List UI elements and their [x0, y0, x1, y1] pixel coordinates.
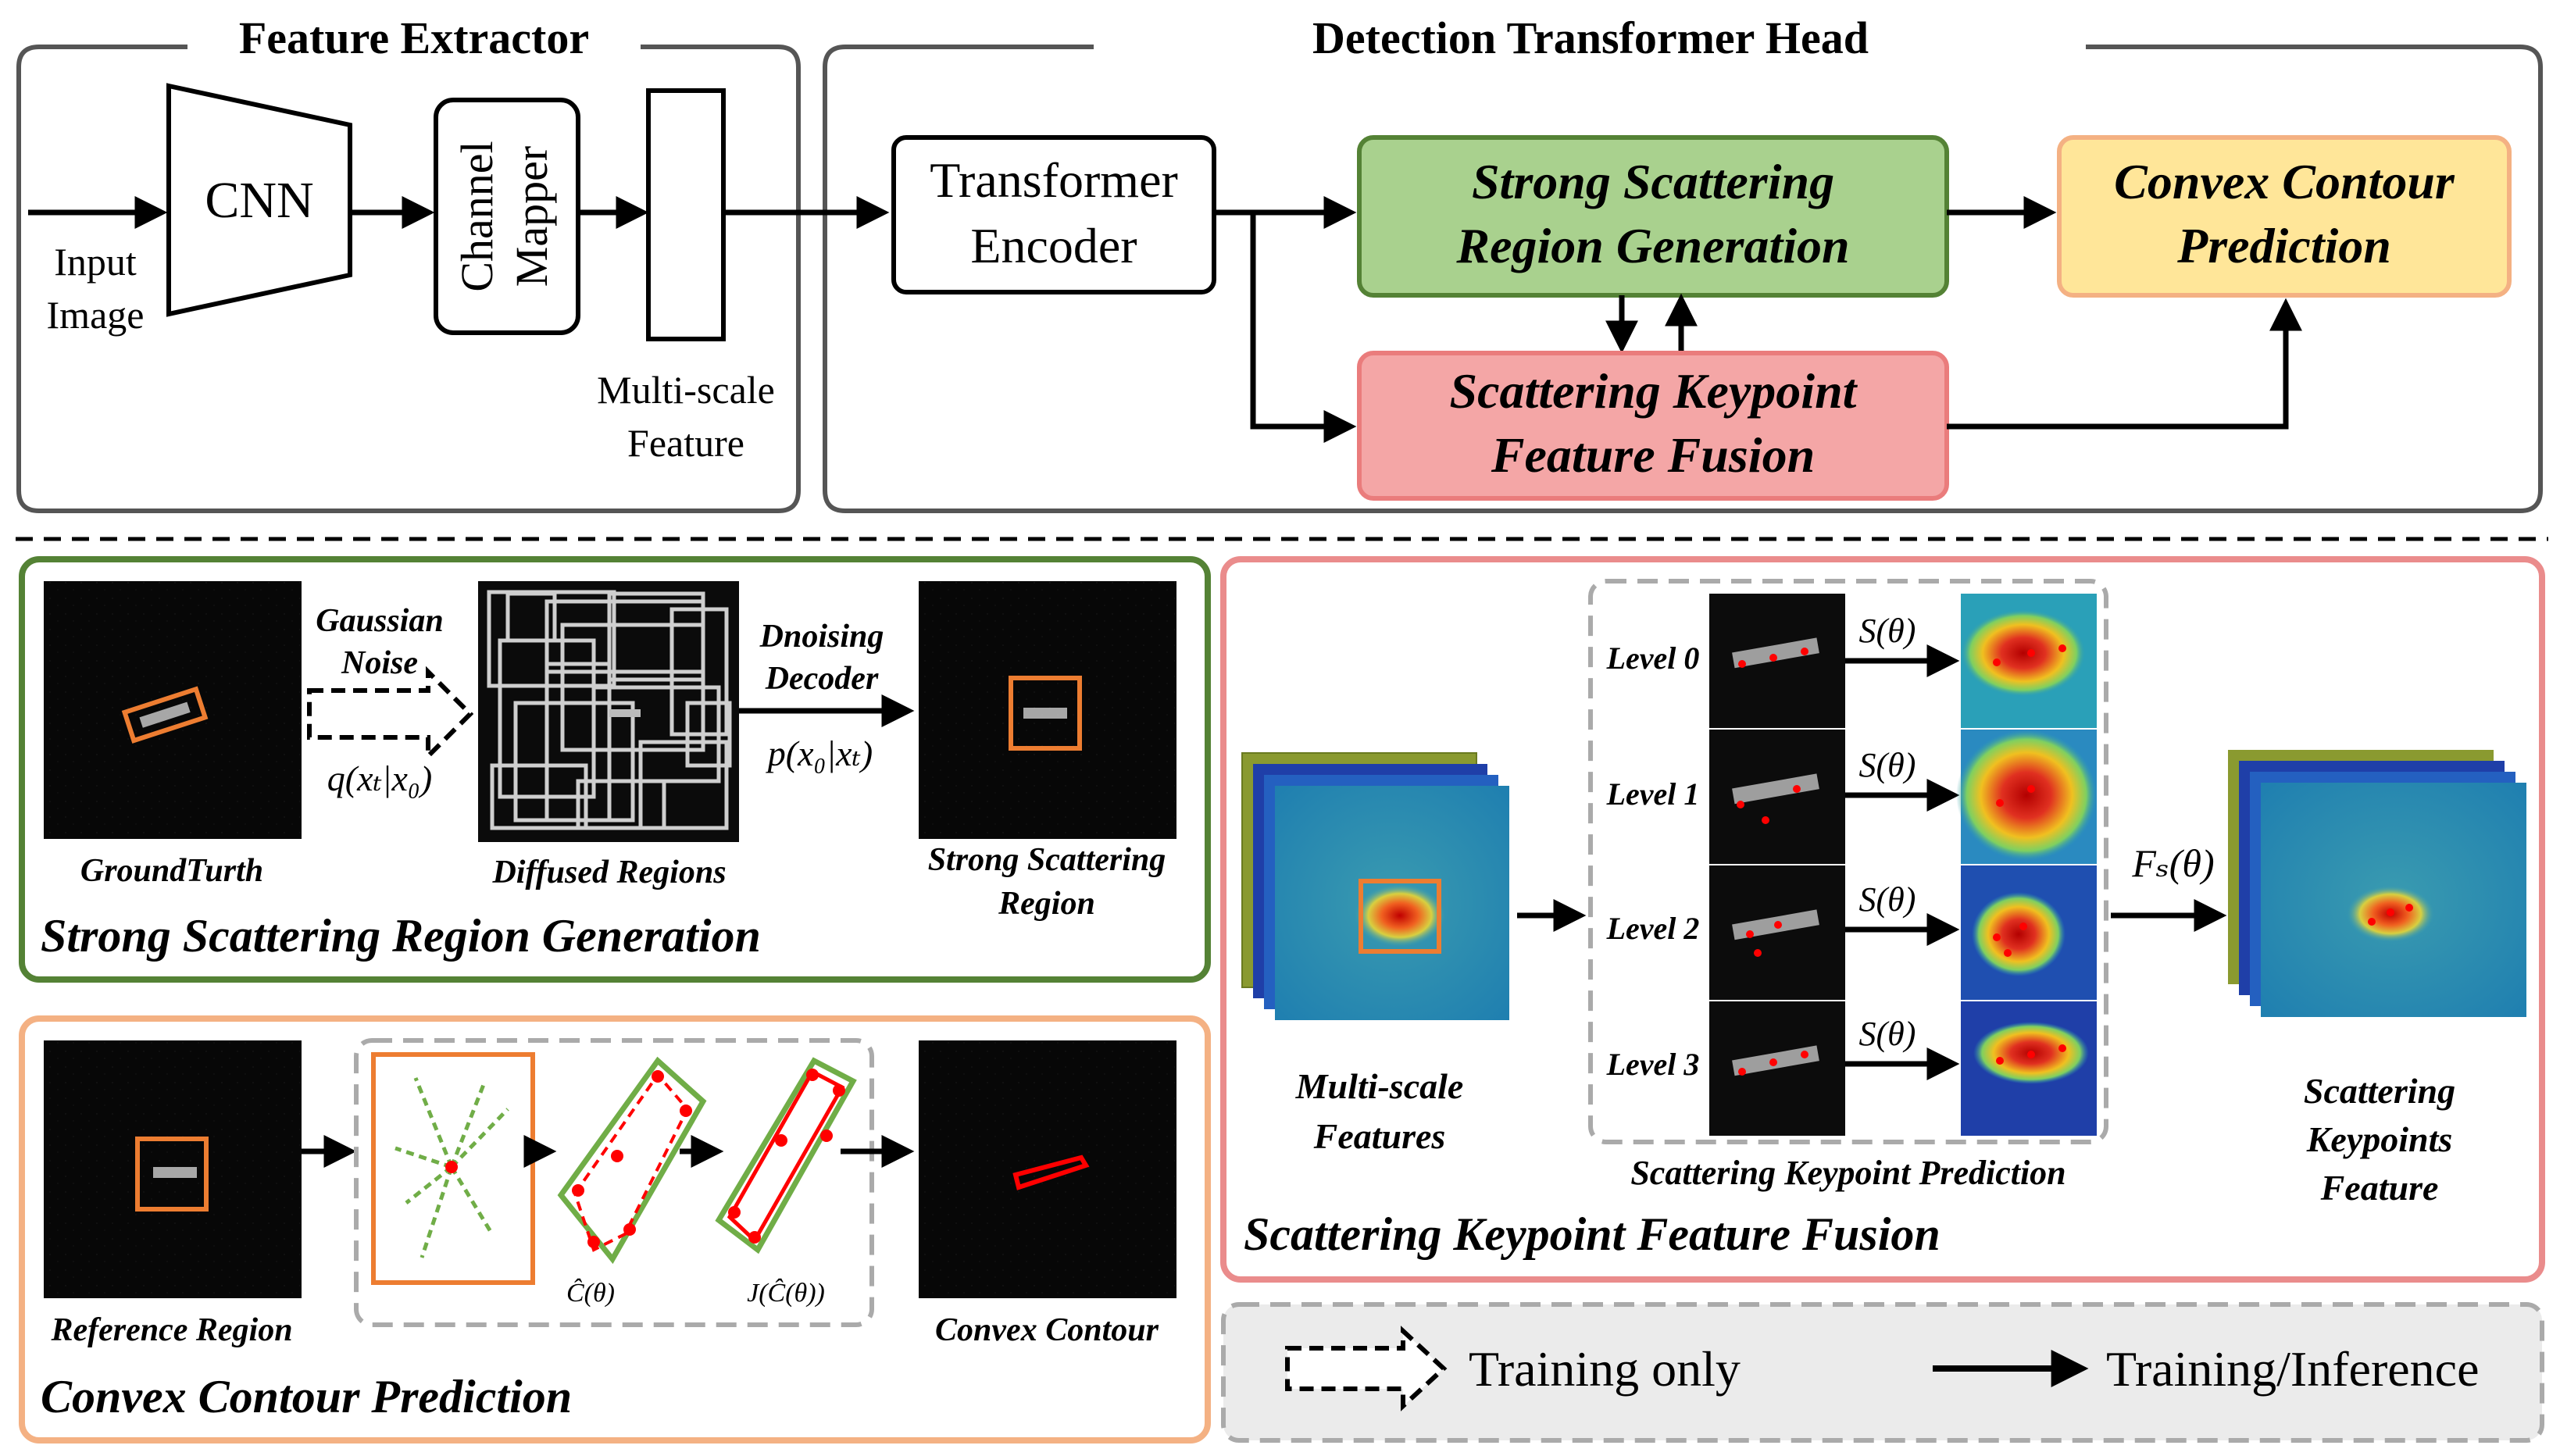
channel-mapper-label-2: Mapper — [506, 146, 557, 287]
gaussian-noise-label-2: Noise — [341, 645, 418, 681]
level-row-2: Level 2 S(θ) — [1606, 865, 2097, 1000]
groundtruth-caption: GroundTurth — [80, 853, 263, 889]
ssrg-label-2: Region Generation — [1455, 218, 1849, 273]
j-formula: J(Ĉ(θ)) — [747, 1278, 825, 1308]
multiscale-features-caption-2: Features — [1313, 1116, 1446, 1156]
level-row-3: Level 3 S(θ) — [1606, 1001, 2097, 1136]
c-hat-formula: Ĉ(θ) — [566, 1278, 615, 1308]
reference-region-image — [44, 1040, 302, 1298]
ssrg-label-1: Strong Scattering — [1472, 154, 1834, 209]
denoising-decoder-label-2: Decoder — [765, 661, 879, 697]
multiscale-feature-label-1: Multi-scale — [597, 368, 775, 412]
feature-extractor-frame — [16, 45, 801, 513]
level-0-s-formula: S(θ) — [1859, 612, 1916, 650]
fs-formula: Fₛ(θ) — [2131, 841, 2214, 885]
level-1-s-formula: S(θ) — [1859, 746, 1916, 784]
ccp-block — [2057, 135, 2512, 298]
refined-contour-shape — [715, 1057, 857, 1254]
diffused-regions-caption: Diffused Regions — [491, 855, 726, 890]
level-0-sar — [1709, 594, 1845, 728]
denoising-decoder-label-1: Dnoising — [759, 619, 884, 655]
level-2-s-formula: S(θ) — [1859, 880, 1916, 919]
reference-region-caption: Reference Region — [50, 1312, 292, 1348]
multiscale-feature-label-2: Feature — [627, 421, 744, 465]
transformer-encoder-label-2: Encoder — [970, 218, 1137, 273]
input-image-label-1: Input — [54, 240, 137, 284]
skff-panel-title: Scattering Keypoint Feature Fusion — [1244, 1208, 1941, 1260]
ccp-panel-title: Convex Contour Prediction — [41, 1371, 572, 1422]
input-image-label-2: Image — [47, 293, 145, 337]
transformer-encoder-label-1: Transformer — [930, 152, 1178, 208]
multiscale-features-caption-1: Multi-scale — [1295, 1066, 1464, 1106]
detection-head-title: Detection Transformer Head — [1312, 12, 1869, 63]
level-row-0: Level 0 S(θ) — [1606, 594, 2097, 728]
cnn-block — [166, 83, 352, 317]
strong-region-caption-1: Strong Scattering — [928, 842, 1166, 878]
ssrg-panel-title: Strong Scattering Region Generation — [41, 910, 761, 962]
legend-training-inference-label: Training/Inference — [2106, 1341, 2479, 1397]
legend-training-only-icon — [1285, 1326, 1448, 1411]
ccp-label-1: Convex Contour — [2114, 154, 2455, 209]
cnn-label: CNN — [205, 172, 313, 229]
multiscale-feature-block — [646, 88, 726, 341]
skff-panel — [1220, 556, 2545, 1283]
level-0-label: Level 0 — [1606, 641, 1700, 676]
channel-mapper-block — [434, 98, 580, 335]
gaussian-noise-label-1: Gaussian — [316, 603, 443, 639]
ssrg-block — [1357, 135, 1949, 298]
level-2-sar — [1709, 865, 1845, 1000]
keypoint-offset-box — [371, 1052, 535, 1285]
convex-contour-caption: Convex Contour — [935, 1312, 1159, 1348]
strong-region-image — [919, 581, 1176, 839]
level-row-1: Level 1 S(θ) — [1606, 730, 2097, 864]
skff-label-1: Scattering Keypoint — [1450, 363, 1858, 419]
level-3-s-formula: S(θ) — [1859, 1015, 1916, 1053]
skff-label-2: Feature Fusion — [1491, 427, 1815, 483]
diffused-regions-image — [478, 581, 739, 842]
legend-box — [1221, 1302, 2544, 1443]
contour-steps-box — [354, 1038, 874, 1327]
legend-training-only-label: Training only — [1469, 1341, 1741, 1397]
keypoint-feature-caption-3: Feature — [2320, 1168, 2439, 1208]
p-formula: p(x₀|xₜ) — [766, 733, 873, 773]
encoder-to-skff-arrow — [1250, 212, 1357, 443]
ccp-label-2: Prediction — [2176, 218, 2391, 273]
keypoint-prediction-caption: Scattering Keypoint Prediction — [1630, 1154, 2065, 1192]
keypoint-feature-stack — [2228, 750, 2526, 1017]
convex-contour-image — [919, 1040, 1176, 1298]
level-3-label: Level 3 — [1606, 1047, 1700, 1082]
strong-region-caption-2: Region — [998, 886, 1095, 922]
feature-extractor-title: Feature Extractor — [239, 12, 589, 63]
detection-head-frame — [823, 45, 2543, 513]
q-formula: q(xₜ|x₀) — [327, 758, 432, 798]
level-1-label: Level 1 — [1606, 776, 1700, 812]
channel-mapper-label-1: Channel — [452, 141, 502, 291]
skff-to-ccp-arrow — [1947, 298, 2302, 430]
keypoint-feature-caption-1: Scattering — [2304, 1071, 2455, 1111]
level-1-sar — [1709, 730, 1845, 864]
initial-contour-shape — [557, 1056, 707, 1265]
keypoint-feature-caption-2: Keypoints — [2306, 1119, 2453, 1159]
training-only-arrow — [307, 666, 474, 762]
groundtruth-image — [44, 581, 302, 839]
multiscale-features-stack — [1241, 752, 1509, 1020]
level-2-label: Level 2 — [1606, 911, 1700, 946]
ccp-panel — [19, 1015, 1211, 1444]
level-3-sar — [1709, 1001, 1845, 1136]
